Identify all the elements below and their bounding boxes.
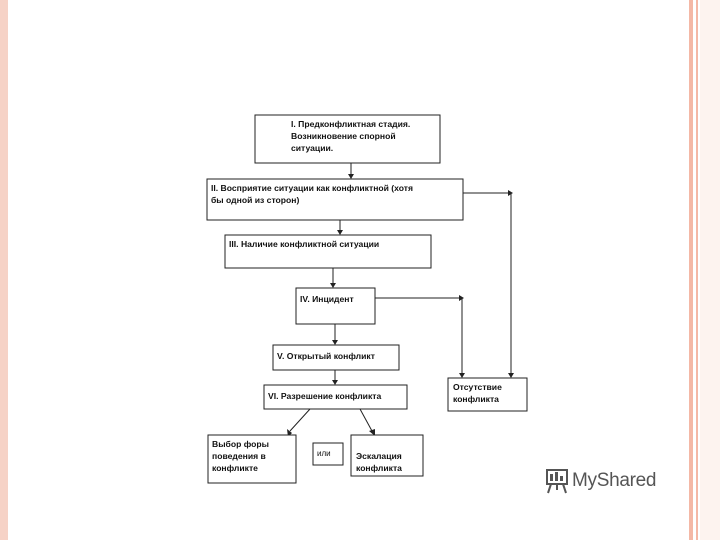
stage-6-box: VI. Разрешение конфликта xyxy=(263,384,408,410)
stage-5-line1: V. Открытый конфликт xyxy=(277,351,375,361)
presentation-board-icon xyxy=(546,469,568,494)
arrow-stage6-to-choice xyxy=(289,408,311,432)
absence-of-conflict-box: Отсутствие конфликта xyxy=(447,377,528,412)
stage-3-box: III. Наличие конфликтной ситуации xyxy=(224,234,432,269)
escalation-line1: Эскалация xyxy=(356,451,402,461)
slide-left-border xyxy=(0,0,8,540)
myshared-logo: MyShared xyxy=(545,466,657,496)
behavior-choice-box: Выбор форы поведения в конфликте xyxy=(207,434,297,484)
slide-right-border-line xyxy=(696,0,698,540)
stage-1-line1: I. Предконфликтная стадия. xyxy=(291,119,410,129)
arrow-stage2-to-absence xyxy=(463,192,512,375)
behavior-choice-line1: Выбор форы xyxy=(212,439,269,449)
stage-6-line1: VI. Разрешение конфликта xyxy=(268,391,381,401)
stage-4-line1: IV. Инцидент xyxy=(300,294,354,304)
absence-line1: Отсутствие xyxy=(453,382,502,392)
behavior-choice-line2: поведения в xyxy=(212,451,266,461)
or-box: или xyxy=(312,442,344,466)
escalation-line2: конфликта xyxy=(356,463,402,473)
absence-line2: конфликта xyxy=(453,394,499,404)
stage-1-box: I. Предконфликтная стадия. Возникновение… xyxy=(254,114,441,164)
behavior-choice-line3: конфликте xyxy=(212,463,258,473)
slide-right-border xyxy=(689,0,693,540)
stage-2-line1: II. Восприятие ситуации как конфликтной … xyxy=(211,183,413,193)
stage-2-box: II. Восприятие ситуации как конфликтной … xyxy=(206,178,464,221)
connectors xyxy=(287,163,514,437)
stage-1-line3: ситуации. xyxy=(291,143,333,153)
stage-5-box: V. Открытый конфликт xyxy=(272,344,400,371)
escalation-box: Эскалация конфликта xyxy=(350,434,424,477)
slide-right-margin xyxy=(700,0,720,540)
arrow-stage6-to-escalation xyxy=(359,408,373,432)
or-label: или xyxy=(317,449,331,458)
stage-4-box: IV. Инцидент xyxy=(295,287,376,325)
stage-3-line1: III. Наличие конфликтной ситуации xyxy=(229,239,379,249)
stage-2-line2: бы одной из сторон) xyxy=(211,195,299,205)
logo-text: MyShared xyxy=(572,470,657,491)
stage-1-line2: Возникновение спорной xyxy=(291,131,396,141)
